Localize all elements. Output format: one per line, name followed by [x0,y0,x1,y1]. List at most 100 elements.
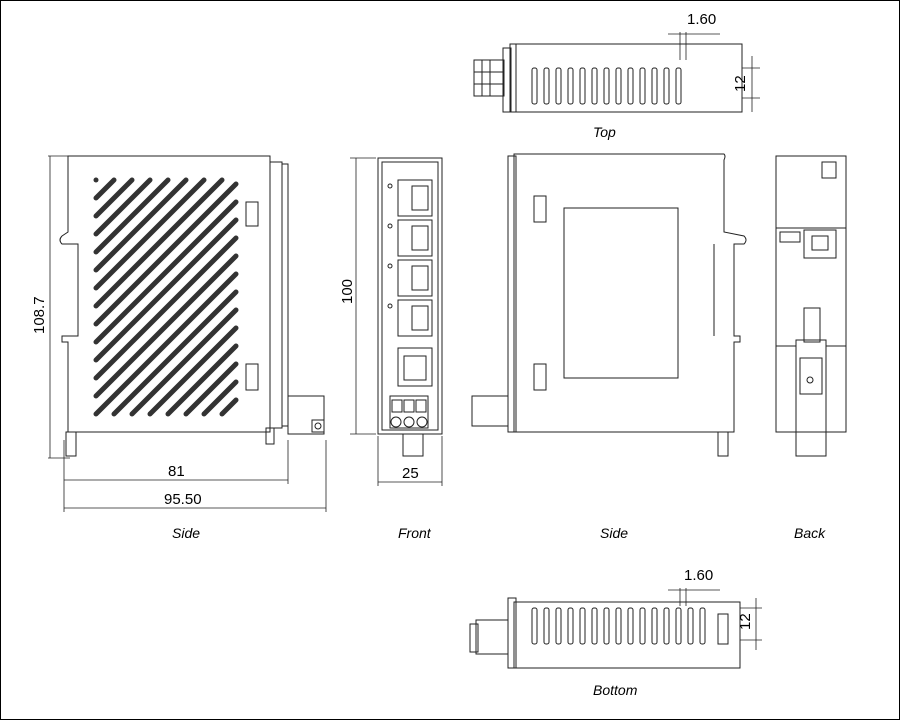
side-left-hatch [93,177,239,417]
back-view-body [775,155,847,433]
front-view [350,157,443,486]
side-left-caption: Side [172,525,200,541]
hatch-slot [93,177,135,219]
vent-slot [639,607,646,645]
vent-slot [651,607,658,645]
hatch-slot [93,177,225,309]
port-led [387,223,393,229]
vent-slot [675,607,682,645]
hatch-slot [93,181,239,327]
bottom-dim-height: 12 [737,613,754,630]
hatch-slot [183,361,239,417]
vent-slot [555,607,562,645]
hatch-slot [93,253,239,399]
top-vent-slots [531,67,682,105]
top-view-connector [473,59,505,97]
front-sfp-port [397,347,433,387]
vent-slot [543,607,550,645]
bottom-caption: Bottom [593,682,638,698]
rj45-port [397,259,433,297]
side-left-clip-lower [245,363,259,391]
side-dim-width-inner: 81 [168,463,185,480]
front-dim-width: 25 [402,465,419,482]
hatch-slot [147,325,239,417]
rj45-port-contacts [411,305,429,331]
hatch-slot [219,397,239,417]
side-right-terminal [471,395,509,427]
top-dim-height: 12 [732,75,749,92]
vent-slot [651,67,658,105]
hatch-slot [165,343,239,417]
vent-slot [567,67,574,105]
side-left-view [48,155,327,512]
vent-slot [687,607,694,645]
vent-slot [579,67,586,105]
hatch-slot [93,177,153,237]
rj45-port [397,179,433,217]
bottom-view-body [513,601,741,669]
hatch-slot [93,217,239,363]
top-caption: Top [593,124,616,140]
hatch-slot [93,177,189,273]
top-view [473,32,760,113]
side-right-body [513,153,747,433]
side-dim-height: 108.7 [31,296,48,334]
bottom-view-connector [475,619,509,655]
vent-slot [603,607,610,645]
side-right-view [471,153,747,457]
hatch-slot [93,199,239,345]
vent-slot [567,607,574,645]
vent-slot [627,607,634,645]
rj45-port-contacts [411,265,429,291]
side-dim-width-total: 95.50 [164,491,202,508]
side-right-caption: Side [600,525,628,541]
hatch-slot [129,307,239,417]
vent-slot [675,67,682,105]
top-view-body [509,43,743,113]
rj45-port [397,299,433,337]
vent-slot [555,67,562,105]
vent-slot [591,67,598,105]
port-led [387,263,393,269]
hatch-slot [93,235,239,381]
front-power-terminal [389,395,429,429]
bottom-vent-slots [531,607,706,645]
top-dim-thickness: 1.60 [687,11,716,28]
hatch-slot [93,177,117,201]
port-led [387,303,393,309]
side-left-body [59,155,271,433]
rj45-port [397,219,433,257]
back-view [775,155,847,457]
vent-slot [543,67,550,105]
vent-slot [531,607,538,645]
side-left-terminal [287,395,325,435]
rj45-port-contacts [411,185,429,211]
rj45-port-contacts [411,225,429,251]
vent-slot [603,67,610,105]
vent-slot [615,607,622,645]
vent-slot [663,607,670,645]
vent-slot [579,607,586,645]
back-din-latch [795,339,827,457]
vent-slot [639,67,646,105]
hatch-slot [111,289,239,417]
vent-slot [531,67,538,105]
back-caption: Back [794,525,826,541]
front-caption: Front [398,525,432,541]
bottom-dim-thickness: 1.60 [684,567,713,584]
hatch-slot [93,177,171,255]
side-left-clip-upper [245,201,259,227]
back-din-clip-top [803,229,837,259]
hatch-slot [201,379,239,417]
vent-slot [591,607,598,645]
front-rj45-ports [387,179,433,337]
bottom-view [469,588,762,669]
side-right-label-area [563,207,679,379]
port-led [387,183,393,189]
vent-slot [615,67,622,105]
vent-slot [663,67,670,105]
hatch-slot [93,271,239,417]
vent-slot [627,67,634,105]
front-dim-height: 100 [339,279,356,304]
